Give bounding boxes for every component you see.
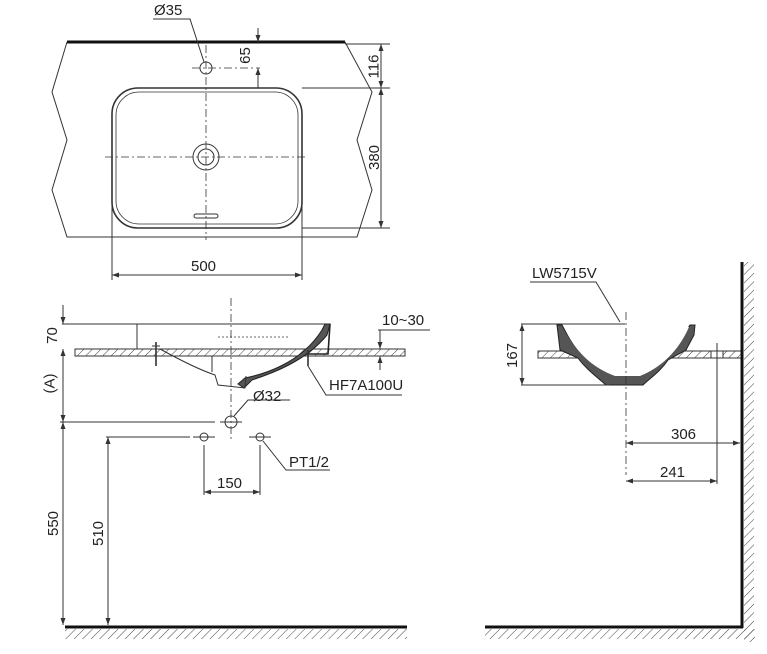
clip-part-callout: HF7A100U (329, 377, 404, 394)
supply-height-label: 510 (90, 520, 108, 547)
edge-to-bowl-label: 116 (365, 54, 383, 79)
model-callout: LW5715V (532, 265, 597, 282)
drain-height-label: 550 (45, 510, 63, 537)
basin-bowl-inner (115, 91, 299, 225)
drain-diameter-label: Ø32 (253, 388, 282, 405)
installation-height-label: (A) (41, 373, 59, 394)
bowl-width-label: 500 (191, 258, 217, 275)
front-view (60, 298, 430, 639)
basin-bowl-outer (111, 87, 303, 229)
drain-to-wall-label: 306 (671, 426, 697, 443)
supply-to-wall-label: 241 (660, 464, 686, 481)
counter-thickness-label: 10~30 (382, 312, 425, 329)
supply-thread-callout: PT1/2 (289, 454, 330, 471)
bowl-depth-label: 380 (366, 144, 384, 171)
rim-height-label: 70 (43, 327, 61, 344)
side-view (485, 262, 755, 642)
basin-height-label: 167 (504, 342, 522, 369)
faucet-hole-diameter-label: Ø35 (154, 2, 183, 19)
top-view (51, 18, 390, 280)
supply-spacing-label: 150 (217, 475, 243, 492)
faucet-offset-label: 65 (236, 47, 254, 64)
countertop-slab (74, 348, 406, 357)
countertop-outline (51, 41, 373, 238)
